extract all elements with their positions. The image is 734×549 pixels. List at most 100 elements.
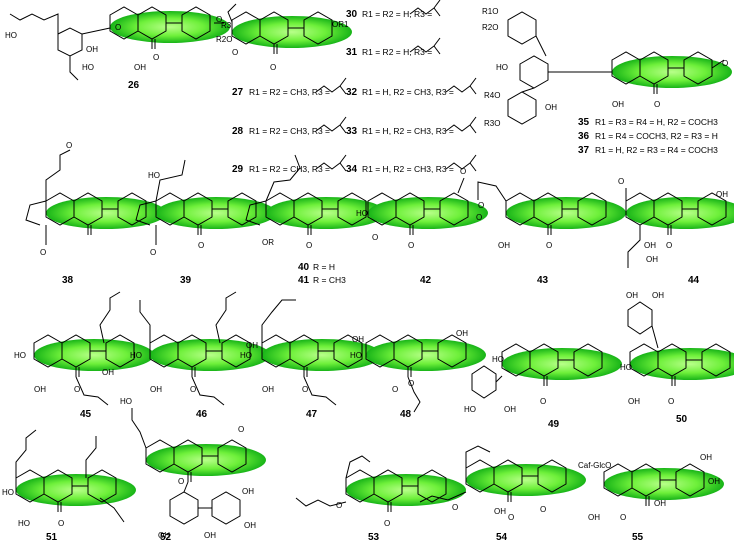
svg-text:51: 51 [46,532,58,543]
svg-text:O: O [198,241,204,250]
svg-text:OH: OH [588,513,600,522]
svg-text:O: O [150,248,156,257]
svg-text:O: O [460,167,466,176]
svg-text:29: 29 [232,164,244,175]
svg-text:R2O: R2O [216,35,232,44]
svg-text:HO: HO [18,519,30,528]
compound-27-34-scaffold: R3 R2O O OR1 O [216,3,353,72]
svg-text:O: O [546,241,552,250]
svg-text:O: O [115,23,121,32]
flavone-core [155,192,277,236]
svg-text:50: 50 [676,414,688,425]
svg-text:OH: OH [242,487,254,496]
svg-text:HO: HO [82,63,94,72]
svg-text:OH: OH [102,368,114,377]
svg-text:O: O [178,477,184,486]
svg-text:54: 54 [496,532,508,543]
svg-text:OH: OH [204,531,216,540]
svg-text:R1 = R2 = CH3, R3 =: R1 = R2 = CH3, R3 = [249,87,330,97]
svg-text:OH: OH [644,241,656,250]
svg-text:R = CH3: R = CH3 [313,275,346,285]
compound-45: HO OH O OH 45 [14,291,155,420]
svg-text:33: 33 [346,126,358,137]
svg-text:52: 52 [160,532,172,543]
svg-text:O: O [540,397,546,406]
svg-text:45: 45 [80,409,92,420]
svg-text:O: O [66,141,72,150]
svg-text:HO: HO [2,488,14,497]
svg-text:37: 37 [578,145,590,156]
svg-text:35: 35 [578,117,590,128]
svg-text:48: 48 [400,409,412,420]
svg-text:Caf-GlcO: Caf-GlcO [578,461,611,470]
flavone-core [367,192,489,236]
compound-38: O O 38 [25,141,167,286]
svg-text:OH: OH [504,405,516,414]
svg-text:O: O [620,513,626,522]
svg-text:O: O [408,379,414,388]
svg-text:OH: OH [545,103,557,112]
svg-text:HO: HO [130,351,142,360]
svg-text:HO: HO [240,351,252,360]
svg-text:HO: HO [350,351,362,360]
flavone-core [501,343,623,387]
svg-text:40: 40 [298,262,310,273]
compound-49: HO HO OH O 49 [464,343,623,430]
compound-55: Caf-GlcO OH OH OH O OH 55 [578,453,725,543]
svg-text:OH: OH [652,291,664,300]
svg-text:OH: OH [352,335,364,344]
svg-text:O: O [476,213,482,222]
svg-text:R2O: R2O [482,23,498,32]
svg-text:O: O [216,15,222,24]
substituent-list-27-29: 27 R1 = R2 = CH3, R3 = 28 R1 = R2 = CH3,… [232,77,347,175]
svg-text:HO: HO [356,209,368,218]
svg-text:HO: HO [14,351,26,360]
svg-text:55: 55 [632,532,644,543]
svg-text:R1 = R4 = COCH3, R2 = R3 = H: R1 = R4 = COCH3, R2 = R3 = H [595,131,718,141]
svg-text:OH: OH [134,63,146,72]
flavone-core [45,192,167,236]
svg-text:O: O [40,248,46,257]
svg-text:O: O [540,505,546,514]
svg-text:R1 = H, R2 = CH3, R3 =: R1 = H, R2 = CH3, R3 = [362,87,454,97]
svg-text:42: 42 [420,275,432,286]
svg-text:R1 = H, R2 = CH3, R3 =: R1 = H, R2 = CH3, R3 = [362,164,454,174]
svg-text:O: O [478,201,484,210]
svg-text:OH: OH [158,531,170,540]
svg-text:O: O [408,241,414,250]
compound-50: OH OH HO OH O 50 [620,291,734,425]
svg-text:HO: HO [5,31,17,40]
svg-text:O: O [306,241,312,250]
svg-text:OH: OH [34,385,46,394]
svg-text:46: 46 [196,409,208,420]
svg-text:R1 = R2 = CH3, R3 =: R1 = R2 = CH3, R3 = [249,164,330,174]
svg-text:O: O [270,63,276,72]
svg-text:HO: HO [496,63,508,72]
svg-text:OH: OH [456,329,468,338]
svg-text:47: 47 [306,409,318,420]
compound-39: HO O O 39 [135,159,277,286]
compound-54: O OH O O 54 [419,445,587,543]
svg-text:OH: OH [628,397,640,406]
svg-text:O: O [722,59,728,68]
svg-text:43: 43 [537,275,549,286]
compound-48: HO O O OH 48 [350,329,487,420]
svg-text:O: O [666,241,672,250]
compound-43: O O OH O 43 [476,181,627,286]
svg-text:O: O [238,425,244,434]
compound-35-37: R1O R2O HO R4O R3O OH OH O O 35 R1 = R3 … [482,7,733,156]
svg-text:OH: OH [626,291,638,300]
svg-text:O: O [392,385,398,394]
svg-text:OR1: OR1 [332,20,349,29]
compound-26: HO O OH HO OH O O 26 [5,6,231,91]
svg-text:HO: HO [120,397,132,406]
svg-text:OH: OH [708,477,720,486]
svg-text:39: 39 [180,275,192,286]
flavone-core [231,11,353,55]
flavone-core [145,439,267,483]
svg-text:OH: OH [654,499,666,508]
svg-text:27: 27 [232,87,244,98]
svg-text:32: 32 [346,87,358,98]
svg-text:O: O [618,177,624,186]
